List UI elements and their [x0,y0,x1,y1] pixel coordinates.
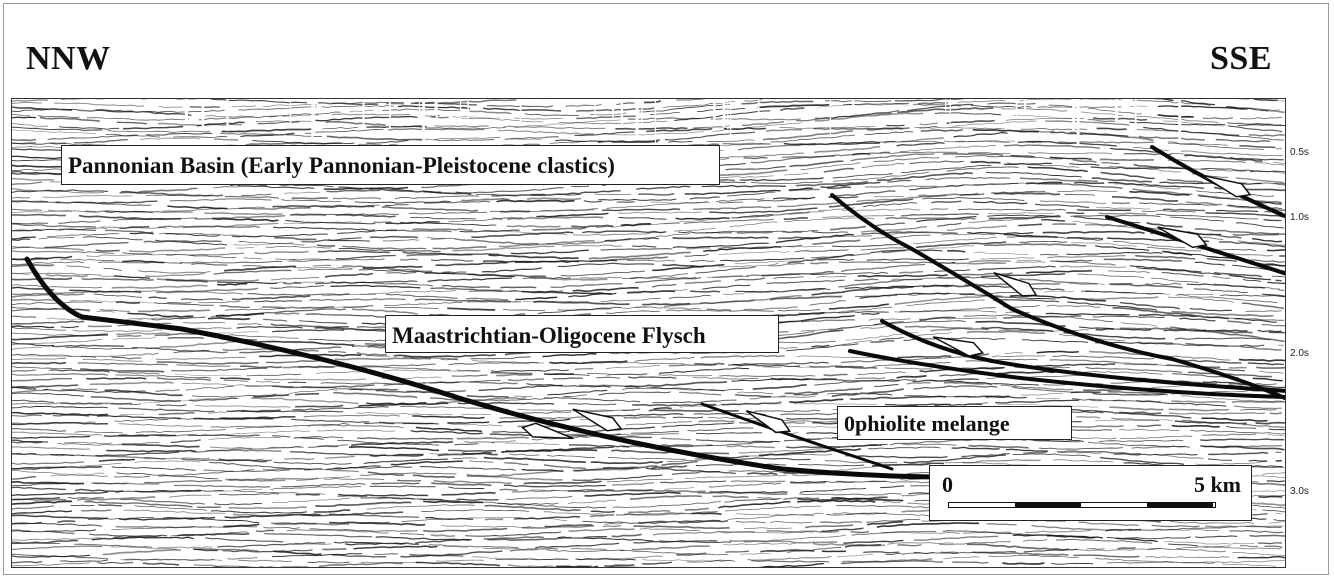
reflector-segment [811,263,829,264]
scale-max-label: 5 km [1194,472,1241,498]
direction-label-left: NNW [26,40,111,78]
reflector-segment [12,215,66,216]
reflector-segment [690,291,720,292]
time-label-1-0s: 1.0s [1290,212,1309,223]
reflector-segment [851,532,869,533]
reflector-segment [469,291,517,292]
reflector-segment [723,143,771,144]
reflector-segment [855,378,885,379]
reflector-segment [448,450,496,451]
reflector-segment [616,437,652,438]
reflector-segment [1267,250,1285,251]
label-pannonian-basin: Pannonian Basin (Early Pannonian-Pleisto… [61,145,720,185]
reflector-segment [1118,548,1136,549]
reflector-segment [1112,203,1130,204]
reflector-segment [615,128,687,129]
reflector-segment [485,519,503,520]
reflector-segment [1258,497,1282,498]
reflector-segment [1229,368,1247,369]
reflector-segment [1256,423,1286,424]
reflector-segment [167,303,191,304]
reflector-segment [1232,401,1286,402]
time-label-3-0s: 3.0s [1290,486,1309,497]
reflector-segment [219,418,273,419]
reflector-segment [617,202,635,203]
reflector-segment [241,411,343,412]
reflector-segment [941,552,959,553]
reflector-segment [1077,210,1131,211]
reflector-segment [350,389,398,390]
time-label-0-5s: 0.5s [1290,147,1309,158]
reflector-segment [1203,118,1233,119]
reflector-segment [1178,294,1214,295]
reflector-segment [580,277,622,278]
reflector-segment [290,215,326,216]
reflector-segment [12,299,60,301]
direction-label-right: SSE [1210,40,1272,78]
reflector-segment [1249,535,1285,536]
reflector-segment [886,125,904,126]
reflector-segment [1105,530,1141,531]
reflector-segment [930,209,948,210]
reflector-segment [467,301,521,302]
reflector-segment [790,482,826,483]
time-label-2-0s: 2.0s [1290,348,1309,359]
reflector-segment [507,226,561,227]
reflector-segment [713,496,749,498]
scale-bar [948,502,1216,508]
reflector-segment [12,197,30,198]
scale-bar-box: 0 5 km [929,465,1252,521]
reflector-segment [397,480,421,481]
label-ophiolite-melange: 0phiolite melange [837,406,1072,440]
reflector-segment [283,283,301,284]
reflector-segment [389,191,413,192]
reflector-segment [1256,367,1286,368]
reflector-segment [12,117,36,118]
reflector-segment [1233,234,1286,235]
reflector-segment [918,103,948,104]
reflector-segment [117,336,141,337]
reflector-segment [292,198,328,199]
reflector-segment [163,567,247,568]
reflector-segment [699,421,735,422]
reflector-segment [275,313,299,314]
reflector-segment [1100,159,1154,160]
reflector-segment [1087,549,1105,550]
reflector-segment [322,549,346,550]
reflector-segment [1267,481,1285,482]
reflector-segment [1269,332,1286,333]
reflector-segment [190,107,220,108]
reflector-segment [603,526,621,527]
reflector-segment [1272,276,1284,277]
reflector-segment [491,195,545,196]
scale-bar-segment [1015,503,1081,507]
reflector-segment [295,394,319,395]
label-flysch: Maastrichtian-Oligocene Flysch [385,315,779,353]
reflector-segment [12,363,66,364]
reflector-segment [98,505,122,506]
reflector-segment [500,211,530,212]
reflector-segment [168,338,204,339]
reflector-segment [500,287,536,288]
reflector-segment [952,263,1006,264]
reflector-segment [317,245,335,246]
reflector-segment [296,494,320,495]
reflector-segment [611,567,713,568]
reflector-segment [702,186,786,187]
reflector-segment [335,358,431,359]
reflector-segment [374,222,392,223]
reflector-segment [12,140,36,141]
reflector-segment [862,313,880,314]
reflector-segment [553,363,577,364]
reflector-segment [435,126,489,127]
reflector-segment [260,567,362,568]
scale-bar-segment [1147,503,1213,507]
reflector-segment [638,194,674,195]
reflector-segment [544,374,574,375]
reflector-segment [1066,213,1084,214]
scale-min-label: 0 [942,472,953,498]
reflector-segment [971,162,1001,163]
reflector-segment [1071,392,1101,393]
reflector-segment [836,482,854,483]
